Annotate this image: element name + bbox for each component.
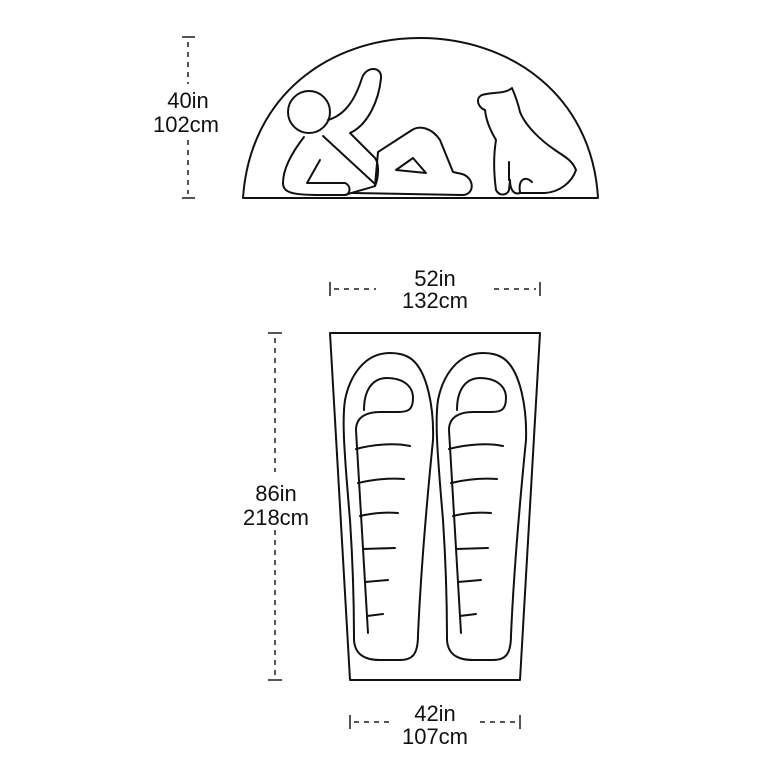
length-inches-label: 86in <box>255 481 297 506</box>
bottom-width-cm-label: 107cm <box>402 724 468 749</box>
floor-outline <box>329 332 541 681</box>
dog-icon <box>477 87 577 196</box>
top-width-dimension: 52in 132cm <box>329 266 541 313</box>
top-width-inches-label: 52in <box>414 266 456 291</box>
length-dimension: 86in 218cm <box>243 332 309 681</box>
tent-floor-plan <box>329 332 541 681</box>
sleeping-bag-left <box>342 352 435 661</box>
height-dimension: 40in 102cm <box>153 36 219 199</box>
person-icon <box>282 68 473 197</box>
sleeping-bag-right <box>435 352 528 661</box>
height-inches-label: 40in <box>167 88 209 113</box>
dome-outline <box>242 37 599 199</box>
bottom-width-inches-label: 42in <box>414 701 456 726</box>
length-cm-label: 218cm <box>243 505 309 530</box>
bottom-width-dimension: 42in 107cm <box>349 701 521 749</box>
tent-side-profile <box>242 37 599 199</box>
top-width-cm-label: 132cm <box>402 288 468 313</box>
height-cm-label: 102cm <box>153 112 219 137</box>
